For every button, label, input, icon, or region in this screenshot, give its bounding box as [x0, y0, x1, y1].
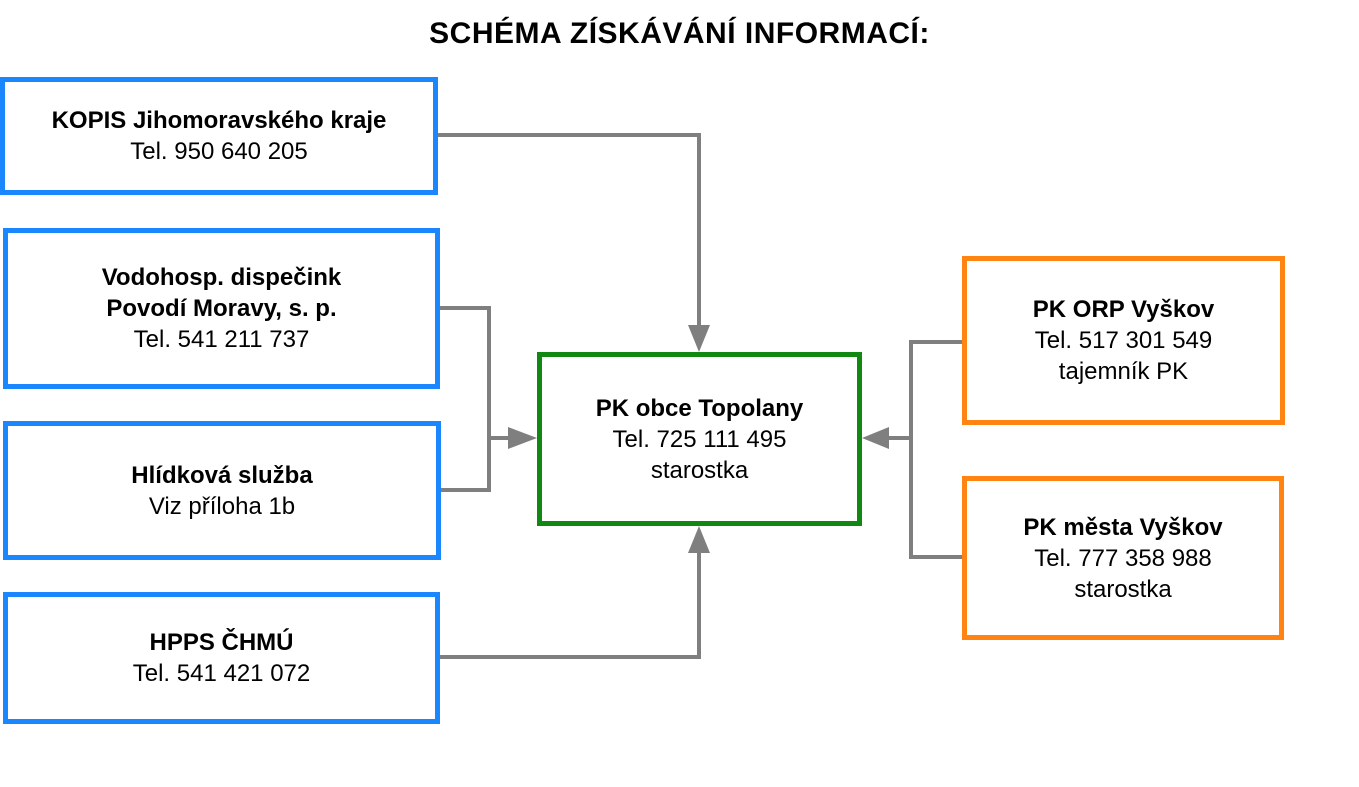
node-hlidkova-detail: Viz příloha 1b: [148, 492, 296, 520]
diagram-title: SCHÉMA ZÍSKÁVÁNÍ INFORMACÍ:: [429, 17, 930, 50]
node-center-role: starostka: [650, 456, 749, 484]
arrowhead-right: [862, 427, 889, 449]
node-orp-phone: Tel. 517 301 549: [1034, 327, 1213, 354]
node-mesto-role: starostka: [1074, 575, 1172, 603]
node-center: PK obce Topolany Tel. 725 111 495 staros…: [537, 352, 862, 526]
node-hpps: HPPS ČHMÚ Tel. 541 421 072: [3, 592, 440, 724]
node-center-phone: Tel. 725 111 495: [612, 425, 787, 453]
node-vodohosp: Vodohosp. dispečink Povodí Moravy, s. p.…: [3, 228, 440, 389]
arrow-kopis-to-center: [438, 133, 701, 330]
node-orp-role: tajemník PK: [1058, 358, 1189, 385]
node-hpps-name: HPPS ČHMÚ: [149, 629, 294, 656]
node-kopis-phone: Tel. 950 640 205: [130, 138, 308, 165]
node-hlidkova-name: Hlídková služba: [131, 461, 313, 489]
connector-vodohosp: [440, 306, 491, 492]
node-orp-name: PK ORP Vyškov: [1032, 296, 1215, 323]
arrowhead-hpps: [688, 526, 710, 553]
node-orp: PK ORP Vyškov Tel. 517 301 549 tajemník …: [962, 256, 1285, 425]
node-center-name: PK obce Topolany: [595, 394, 804, 422]
node-mesto-phone: Tel. 777 358 988: [1034, 544, 1212, 572]
node-kopis-name: KOPIS Jihomoravského kraje: [51, 107, 387, 134]
node-mesto-name: PK města Vyškov: [1023, 513, 1223, 541]
connector-orp-mesto: [909, 340, 962, 559]
node-vodohosp-phone: Tel. 541 211 737: [133, 326, 310, 353]
node-kopis: KOPIS Jihomoravského kraje Tel. 950 640 …: [0, 77, 438, 195]
node-hpps-phone: Tel. 541 421 072: [132, 660, 311, 687]
node-vodohosp-name-line1: Vodohosp. dispečink: [101, 264, 342, 291]
arrowhead-left: [508, 427, 537, 449]
arrow-hpps-to-center: [440, 552, 701, 659]
node-hlidkova: Hlídková služba Viz příloha 1b: [3, 421, 441, 560]
node-vodohosp-name-line2: Povodí Moravy, s. p.: [106, 295, 337, 322]
node-mesto: PK města Vyškov Tel. 777 358 988 starost…: [962, 476, 1284, 640]
arrowhead-kopis: [688, 325, 710, 352]
